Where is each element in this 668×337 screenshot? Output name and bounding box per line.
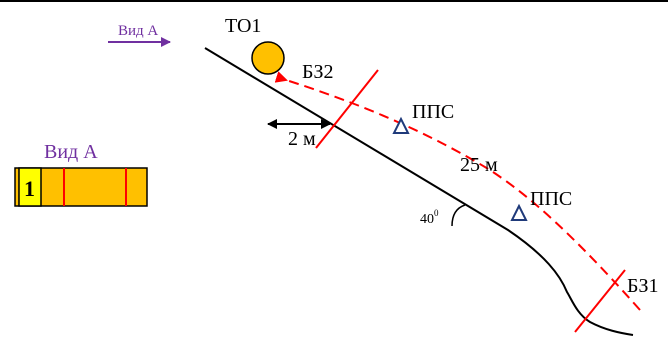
view-a-top-label: Вид А — [118, 23, 158, 39]
slope-line — [204, 47, 634, 336]
view-a-side-label: Вид А — [44, 141, 98, 163]
angle-arc — [451, 204, 466, 227]
distance-2m-label: 2 м — [288, 128, 316, 150]
side-view-box: 1 — [14, 167, 148, 207]
pps-lower-label: ППС — [530, 188, 572, 210]
bz2-boundary-line — [315, 69, 379, 149]
distance-25m-label: 25 м — [460, 154, 498, 176]
triangle-outline-icon — [510, 203, 528, 221]
angle-value: 40 — [420, 212, 434, 227]
triangle-outline-icon — [392, 116, 410, 134]
to1-label: ТО1 — [225, 15, 261, 37]
circle-filled-icon — [251, 41, 285, 75]
dashed-path — [274, 71, 641, 311]
pps-upper-label: ППС — [412, 101, 454, 123]
box-number: 1 — [24, 176, 35, 201]
angle-label: 400 — [420, 208, 439, 227]
angle-degree: 0 — [434, 208, 439, 218]
bz2-label: БЗ2 — [302, 61, 334, 83]
box-number-cell — [18, 167, 42, 207]
bz1-label: БЗ1 — [627, 275, 659, 297]
bz1-boundary-line — [574, 269, 626, 333]
